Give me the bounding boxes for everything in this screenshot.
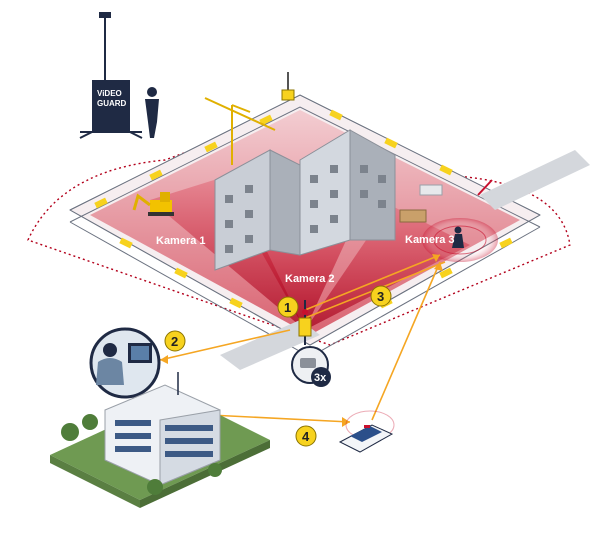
camera-tower bbox=[298, 300, 312, 345]
road-bottom bbox=[220, 320, 320, 370]
building-left bbox=[214, 149, 301, 271]
step-badges bbox=[164, 285, 392, 447]
camera-count-text: 3x bbox=[314, 372, 327, 384]
person-silhouette bbox=[145, 87, 159, 138]
camera-2-label: Kamera 2 bbox=[285, 273, 335, 285]
tower-crane bbox=[204, 97, 276, 165]
police-car bbox=[338, 410, 395, 453]
intruder bbox=[422, 218, 498, 262]
gate-barrier bbox=[477, 179, 493, 196]
videoguard-logo-line1: ViDEO bbox=[97, 89, 122, 98]
road-top bbox=[480, 150, 590, 210]
videoguard-unit bbox=[79, 12, 143, 139]
camera-3-label: Kamera 3 bbox=[405, 234, 455, 246]
videoguard-logo-line2: GUARD bbox=[97, 99, 127, 108]
step-2-number: 2 bbox=[171, 334, 178, 349]
step-1-number: 1 bbox=[284, 300, 291, 315]
materials bbox=[399, 184, 443, 223]
control-room-operator bbox=[89, 327, 161, 399]
light-tower-top bbox=[281, 72, 295, 101]
excavator bbox=[132, 192, 174, 216]
building-right bbox=[299, 129, 396, 256]
building-windows bbox=[225, 165, 386, 253]
step-4-number: 4 bbox=[302, 429, 310, 444]
headquarters-building bbox=[104, 372, 221, 486]
step-3-number: 3 bbox=[377, 289, 384, 304]
camera-count-badge bbox=[291, 346, 331, 387]
trees bbox=[61, 414, 222, 495]
camera-1-label: Kamera 1 bbox=[156, 235, 206, 247]
